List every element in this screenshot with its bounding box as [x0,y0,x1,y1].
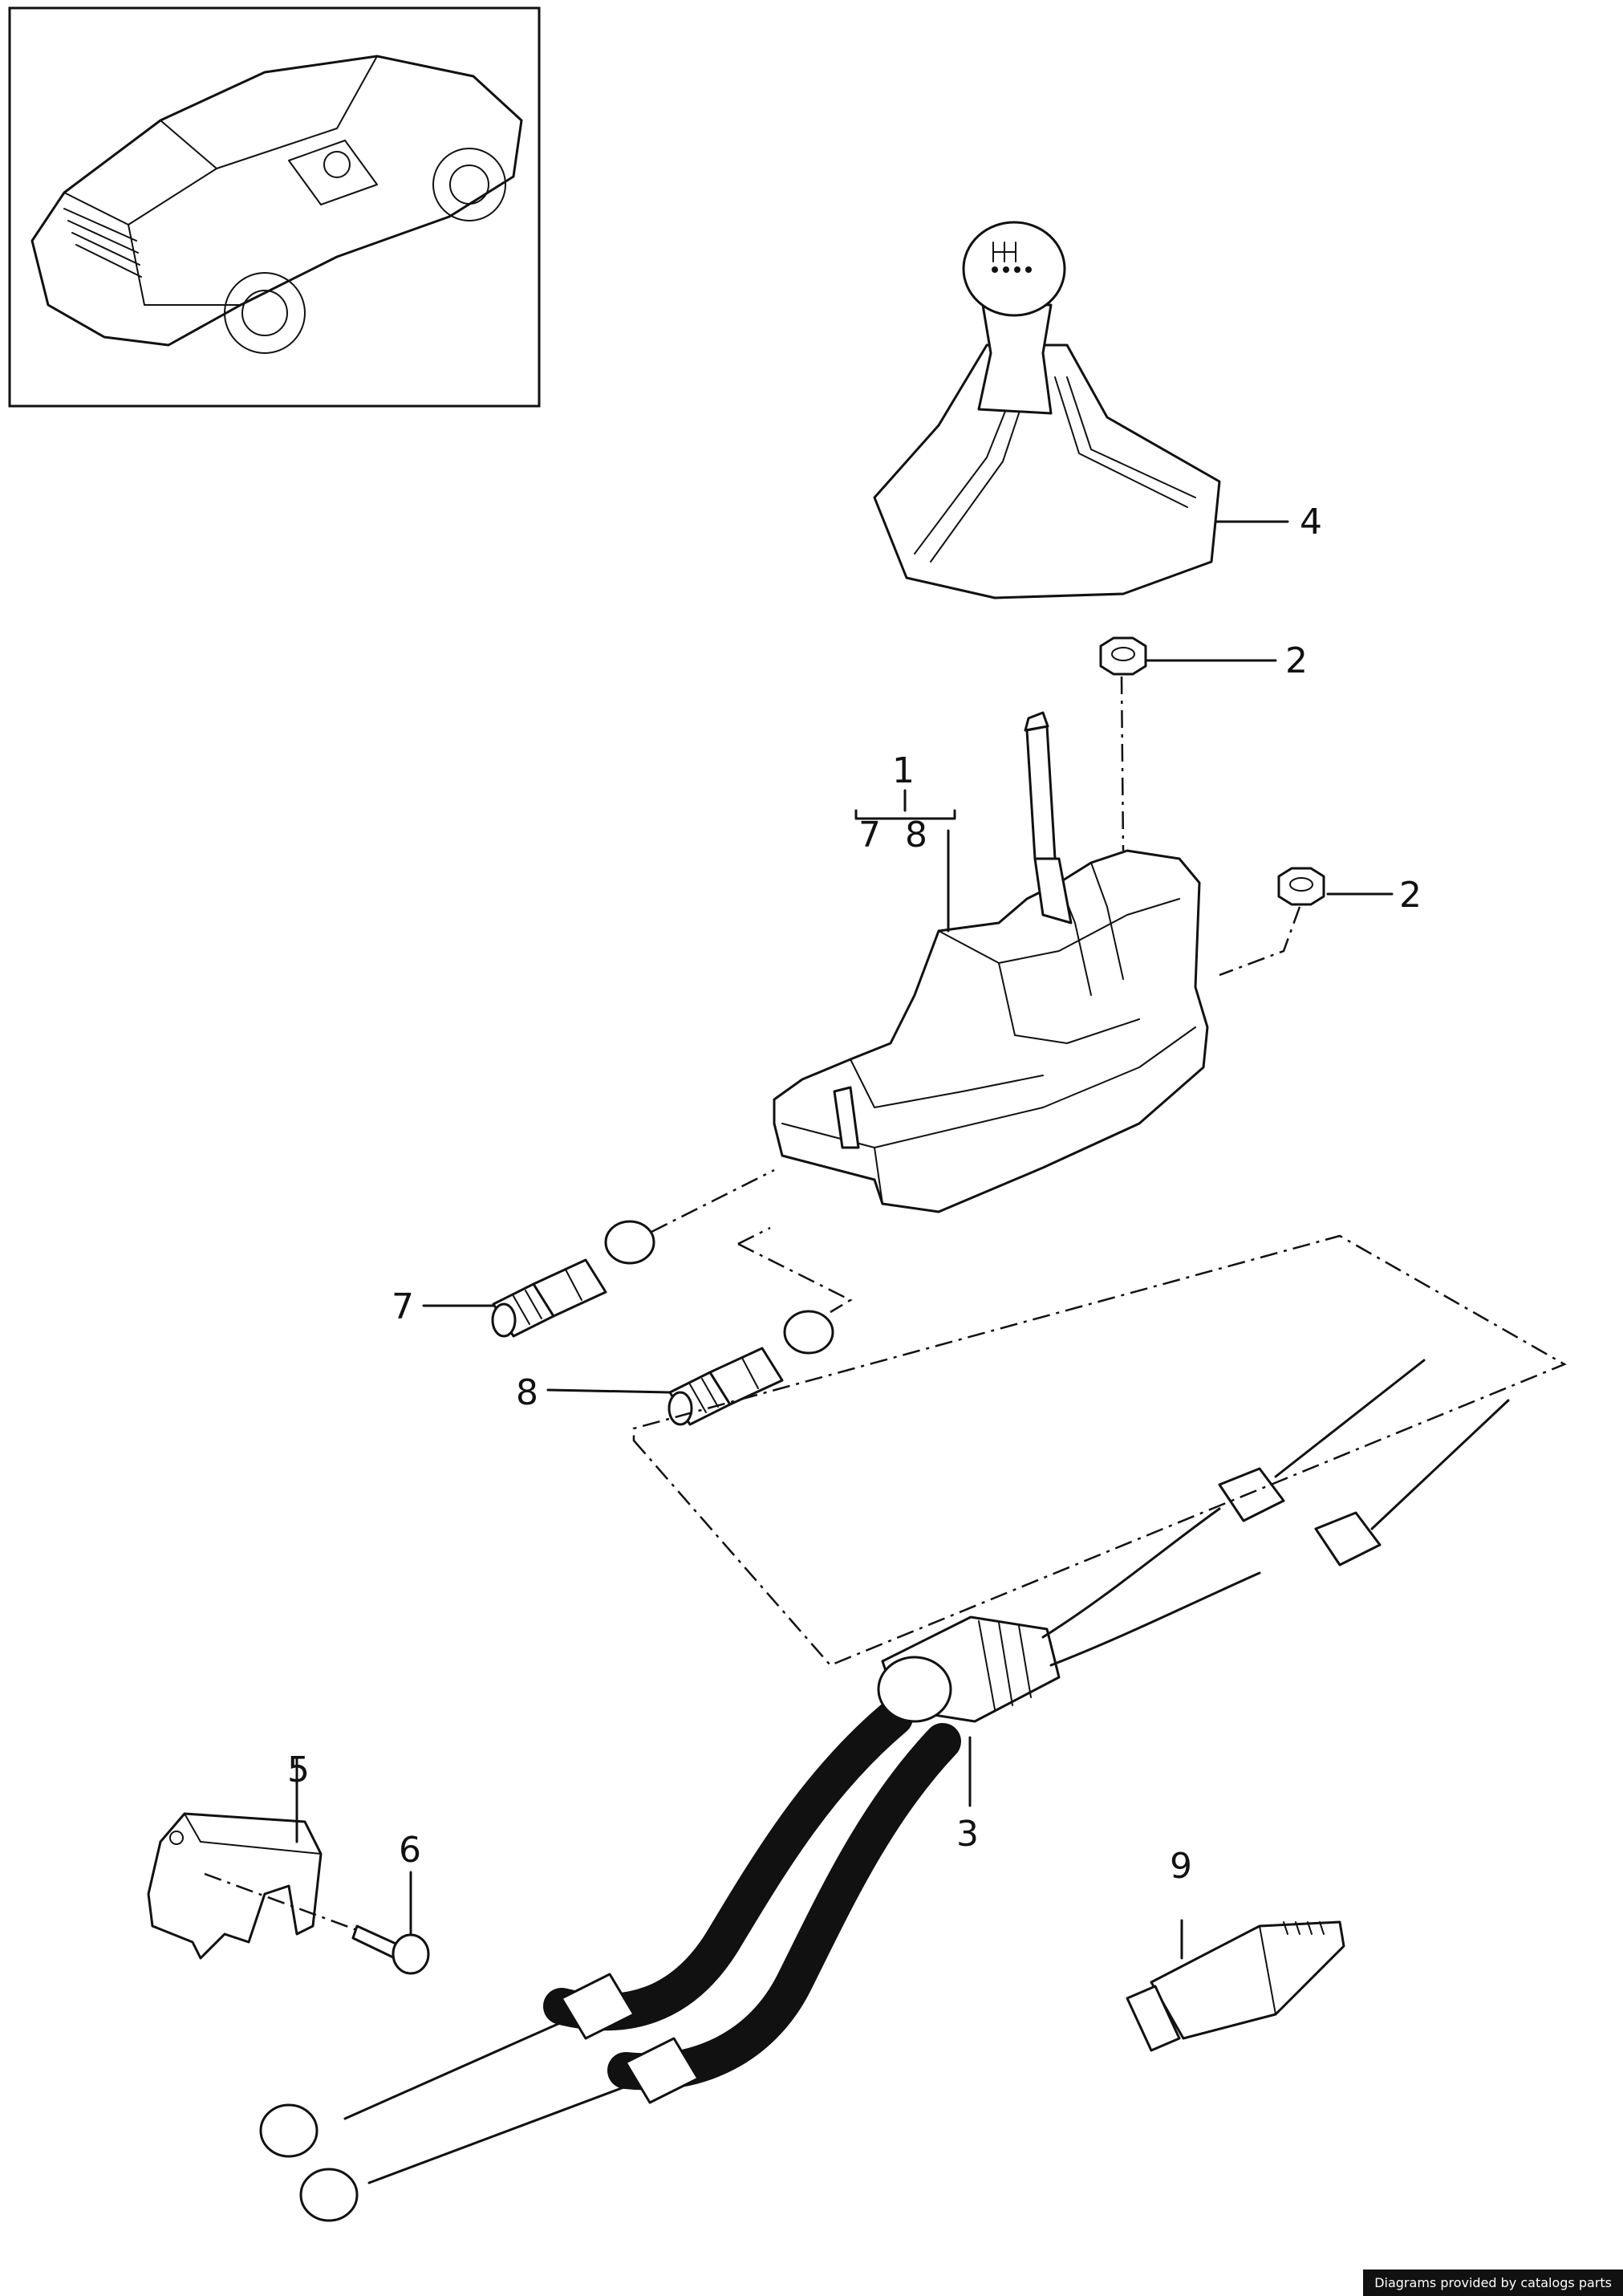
part-9-grease-tube [1126,1920,1345,2052]
callout-5: 5 [287,1749,310,1790]
callout-9: 9 [1170,1846,1192,1887]
callout-6: 6 [399,1830,421,1871]
callout-3: 3 [956,1814,979,1855]
callout-1-sub-7: 7 [858,815,881,855]
callout-8: 8 [516,1372,538,1413]
callout-2-right: 2 [1399,875,1422,916]
callout-7: 7 [392,1286,414,1327]
callout-2-top: 2 [1285,640,1308,681]
part-5-bracket [147,1812,323,1960]
part-1-shifter-housing [773,711,1209,1213]
callout-labels: 4 2 2 1 7 8 7 8 3 5 6 9 [287,502,1422,1887]
part-6-bolt [351,1924,430,1975]
callout-4: 4 [1300,502,1322,543]
part-7-sleeve [491,1220,655,1338]
part-2-nut-top [1099,636,1147,676]
part-2-nut-right [1277,867,1325,906]
leader-lines [295,520,1394,1960]
assembly-lines [204,676,1567,1932]
callout-1-sub-8: 8 [905,815,927,855]
part-3-shift-cables [259,1359,1510,2222]
vehicle-thumbnail [8,6,541,408]
callout-1: 1 [892,750,915,791]
part-8-sleeve [667,1310,834,1426]
credit-badge: Diagrams provided by catalogs parts [1363,2270,1623,2296]
part-4-shift-knob-boot [873,221,1221,599]
